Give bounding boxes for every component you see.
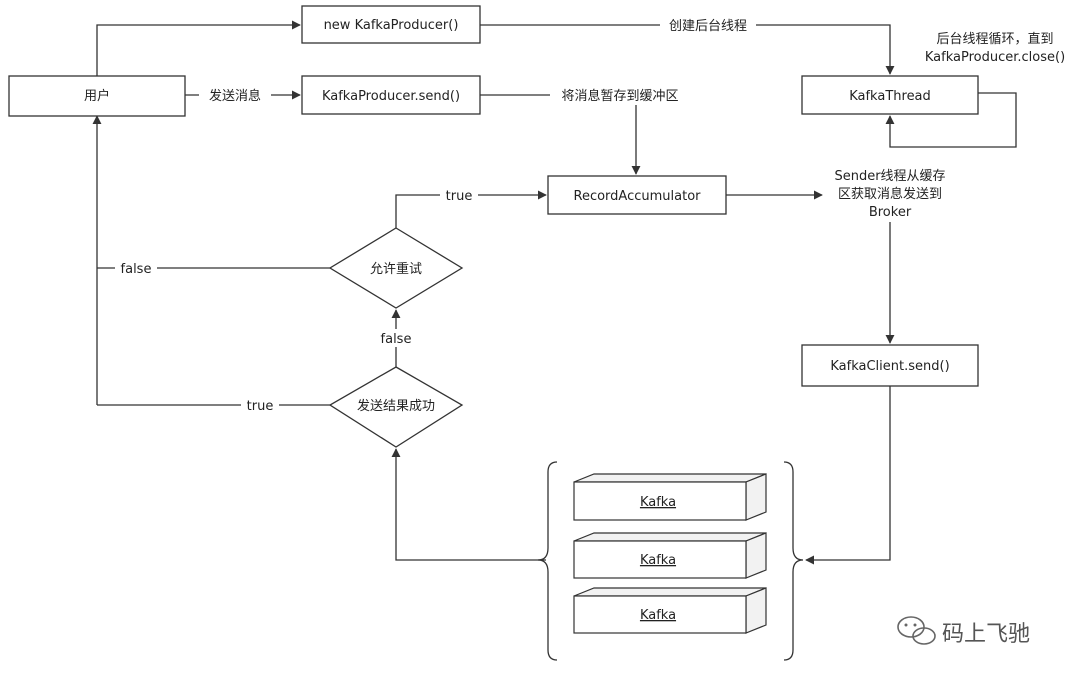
kafka-broker-1: Kafka	[573, 473, 767, 521]
kafka-broker-2-label: Kafka	[640, 553, 676, 568]
edge-label-send-message: 发送消息	[209, 88, 261, 104]
node-new-producer: new KafkaProducer()	[301, 5, 481, 44]
node-producer-send-label: KafkaProducer.send()	[322, 89, 460, 104]
decision-allow-retry: 允许重试	[328, 227, 464, 309]
label-bg-sender	[826, 164, 954, 222]
label-bg-send-message	[199, 85, 271, 105]
watermark-text: 码上飞驰	[942, 622, 1030, 647]
decision-send-success: 发送结果成功	[328, 366, 464, 448]
edge-label-loop-note-1: 后台线程循环，直到	[936, 32, 1053, 47]
decision-send-success-label: 发送结果成功	[357, 398, 435, 414]
edge-label-success-false: false	[381, 332, 412, 347]
label-bg-retry-false	[115, 259, 157, 277]
node-kafka-thread-label: KafkaThread	[849, 89, 931, 104]
label-bg-buffer-message	[550, 85, 690, 105]
broker-group-left-brace	[537, 461, 558, 661]
edge-brokers-to-success	[391, 448, 546, 561]
edge-label-loop-note-2: KafkaProducer.close()	[925, 50, 1065, 65]
decision-allow-retry-label: 允许重试	[370, 261, 422, 277]
node-record-accumulator-label: RecordAccumulator	[574, 189, 702, 204]
node-kafka-client-send: KafkaClient.send()	[801, 344, 979, 387]
kafka-broker-3: Kafka	[573, 587, 767, 634]
node-kafka-client-send-label: KafkaClient.send()	[830, 359, 949, 374]
node-user-label: 用户	[84, 88, 110, 104]
node-user: 用户	[8, 75, 186, 117]
node-kafka-thread: KafkaThread	[801, 75, 979, 115]
edge-retry-to-accumulator	[395, 190, 547, 228]
node-producer-send: KafkaProducer.send()	[301, 75, 481, 115]
edge-label-sender-3: Broker	[869, 205, 912, 220]
edge-label-sender-1: Sender线程从缓存	[834, 169, 945, 184]
wechat-icon	[897, 616, 936, 645]
edge-label-retry-false: false	[121, 262, 152, 277]
label-bg-success-true	[241, 396, 279, 414]
edge-label-buffer-message: 将消息暂存到缓冲区	[561, 88, 678, 104]
node-new-producer-label: new KafkaProducer()	[324, 18, 459, 33]
kafka-broker-1-label: Kafka	[640, 495, 676, 510]
edge-thread-loop	[885, 92, 1017, 148]
kafka-broker-2: Kafka	[573, 532, 767, 579]
watermark: 码上飞驰	[897, 616, 1030, 647]
edge-client-to-brokers	[805, 386, 891, 565]
edge-producer-send-to-accumulator	[480, 94, 641, 175]
edge-new-producer-to-thread	[480, 24, 895, 75]
edge-label-sender-2: 区获取消息发送到	[838, 186, 942, 202]
edge-label-retry-true: true	[446, 189, 473, 204]
kafka-broker-3-label: Kafka	[640, 608, 676, 623]
label-bg-create-thread	[660, 15, 756, 35]
label-bg-success-false	[375, 329, 417, 347]
broker-group-right-brace	[783, 461, 804, 661]
edge-label-success-true: true	[247, 399, 274, 414]
edge-user-to-new-producer	[96, 20, 301, 76]
edge-label-create-thread: 创建后台线程	[669, 19, 747, 34]
label-bg-retry-true	[440, 186, 478, 204]
node-record-accumulator: RecordAccumulator	[547, 175, 727, 215]
